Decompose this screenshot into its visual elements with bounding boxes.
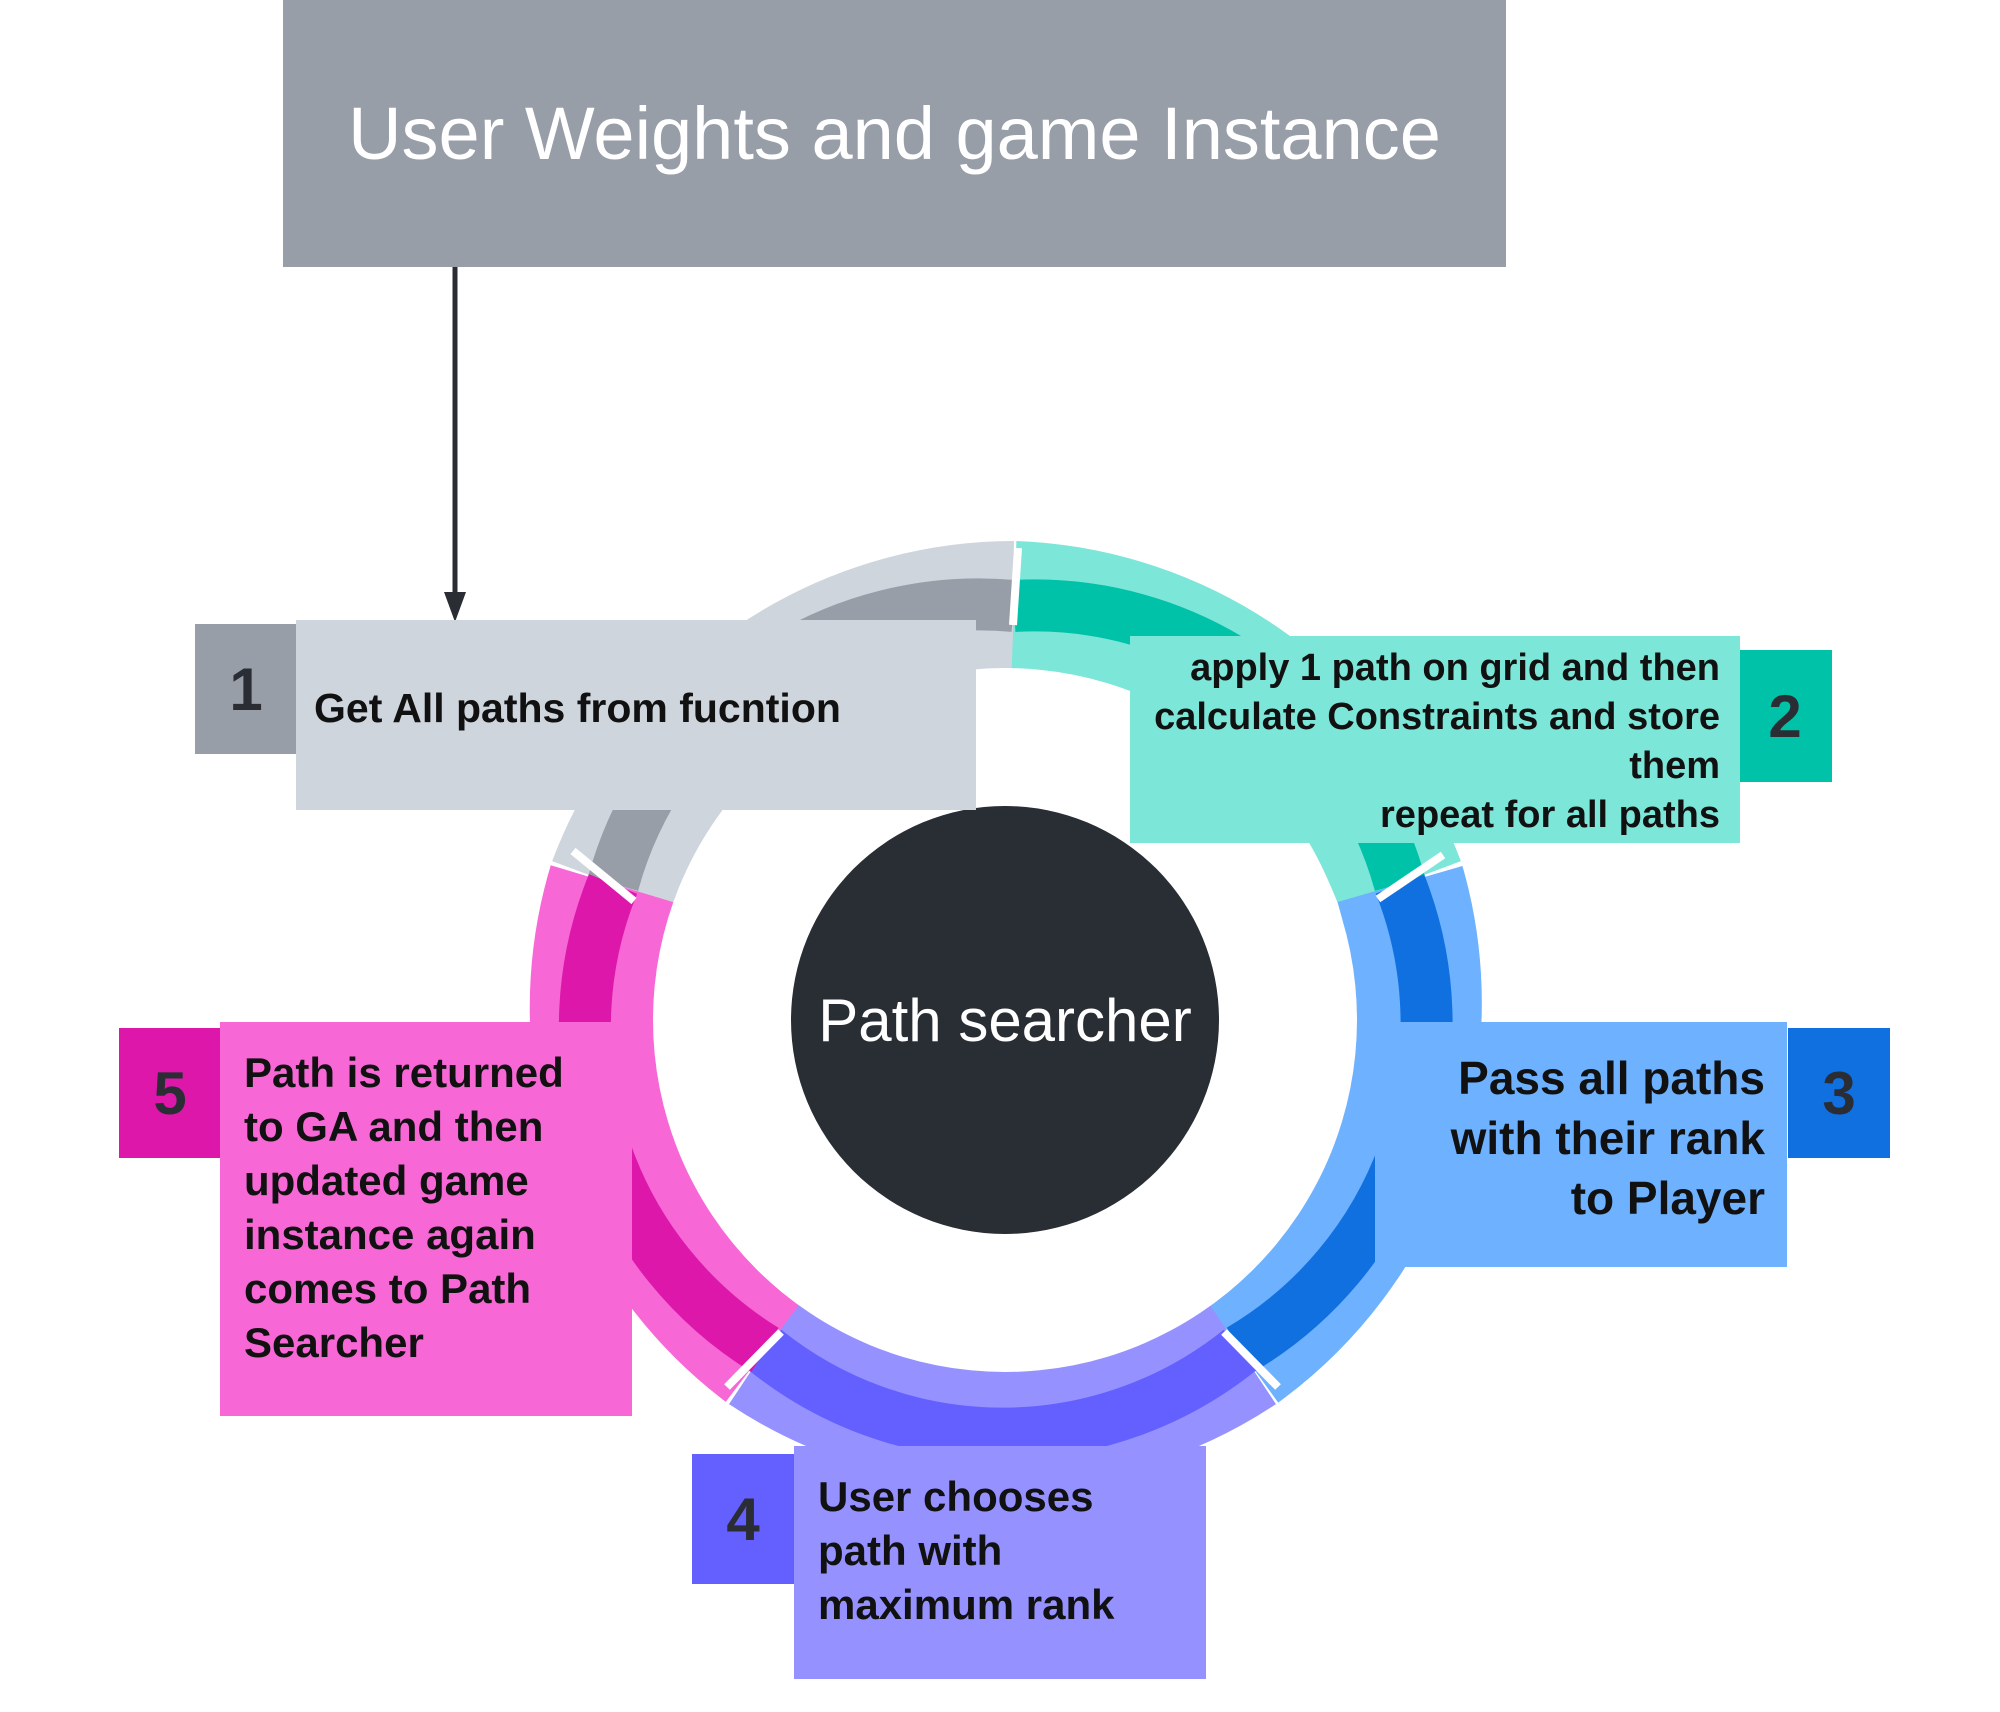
step-2-line: repeat for all paths [1380, 794, 1720, 836]
step-5-number: 5 [119, 1028, 221, 1158]
step-3-number: 3 [1788, 1028, 1890, 1158]
step-3-text: Pass all paths with their rank to Player [1375, 1048, 1765, 1228]
ring-segment-4-inner [748, 1329, 1257, 1460]
step-2-number: 2 [1738, 650, 1832, 782]
step-3-line: to Player [1570, 1172, 1765, 1224]
step-5-line: to GA and then [244, 1103, 544, 1150]
step-1-box: Get All paths from fucntion [296, 620, 976, 810]
step-2-line: them [1629, 745, 1720, 787]
step-5-line: Path is returned [244, 1049, 564, 1096]
step-4-text: User chooses path with maximum rank [818, 1470, 1206, 1632]
step-2-line: calculate Constraints and store [1154, 696, 1720, 738]
step-4-box: User chooses path with maximum rank [794, 1446, 1206, 1679]
step-3-box: Pass all paths with their rank to Player [1375, 1022, 1787, 1267]
step-2-text: apply 1 path on grid and then calculate … [1130, 644, 1720, 840]
step-4-line: maximum rank [818, 1581, 1115, 1628]
step-1-line: Get All paths from fucntion [314, 685, 841, 731]
arrow-head-icon [444, 592, 466, 622]
step-2-line: apply 1 path on grid and then [1190, 647, 1720, 689]
step-1-number: 1 [195, 624, 297, 754]
step-5-line: Searcher [244, 1319, 424, 1366]
step-2-box: apply 1 path on grid and then calculate … [1130, 636, 1740, 843]
header-title: User Weights and game Instance [348, 92, 1441, 175]
center-label: Path searcher [818, 986, 1192, 1054]
input-header-box: User Weights and game Instance [283, 0, 1506, 267]
step-3-line: Pass all paths [1458, 1052, 1765, 1104]
step-4-number: 4 [692, 1454, 794, 1584]
center-circle [791, 806, 1219, 1234]
step-3-line: with their rank [1450, 1112, 1765, 1164]
step-5-box: Path is returned to GA and then updated … [220, 1022, 632, 1416]
step-4-line: User chooses [818, 1473, 1094, 1520]
step-5-line: updated game [244, 1157, 529, 1204]
step-1-text: Get All paths from fucntion [314, 685, 976, 732]
step-5-line: comes to Path [244, 1265, 532, 1312]
step-5-text: Path is returned to GA and then updated … [244, 1046, 632, 1370]
step-4-line: path with [818, 1527, 1003, 1574]
step-5-line: instance again [244, 1211, 536, 1258]
